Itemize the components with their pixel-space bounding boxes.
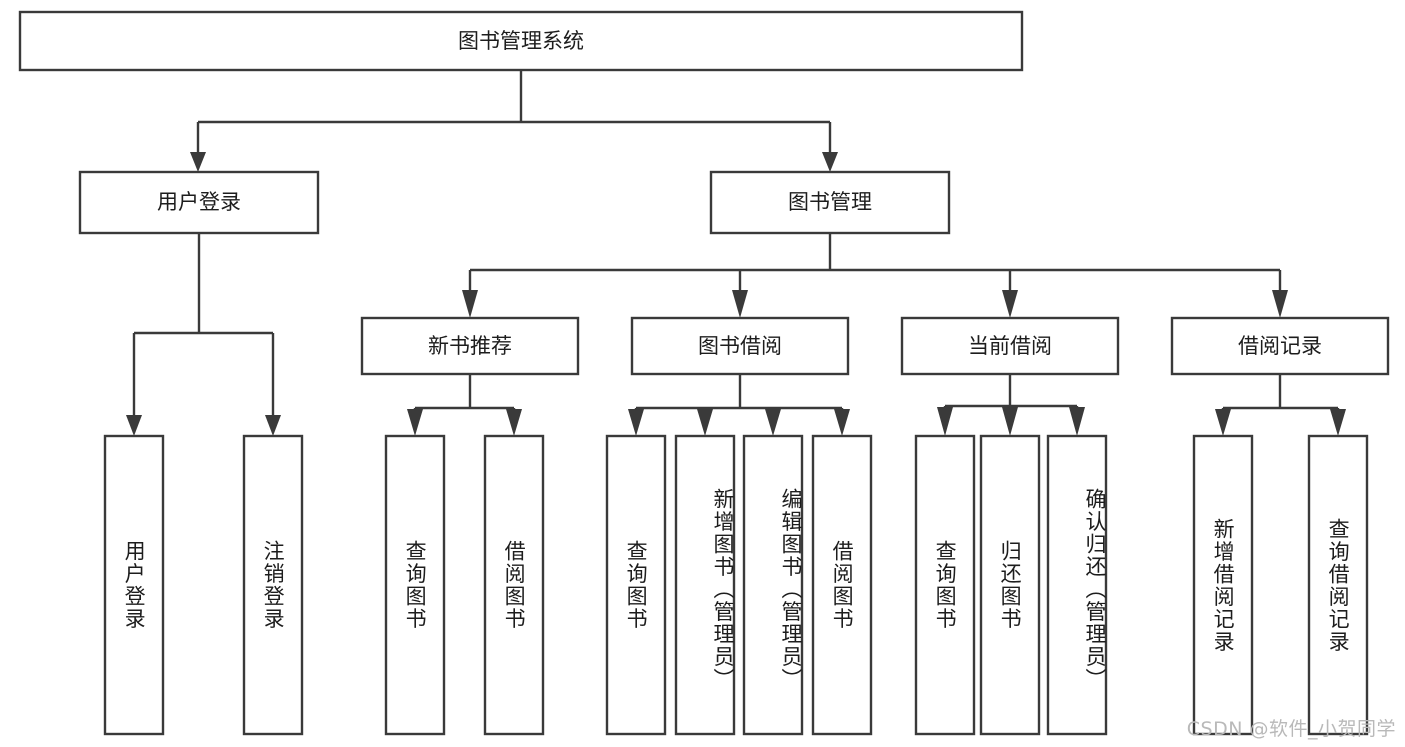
connector-root-trunk <box>196 70 832 155</box>
node-box-leaf-query-book-1[interactable] <box>384 434 446 736</box>
arrow-root-to-user-login <box>190 152 206 172</box>
node-box-leaf-confirm-return[interactable] <box>1046 434 1108 736</box>
arrow-user-login-to-leaf-logout <box>265 415 281 436</box>
arrow-book-manage-to-book-borrow <box>732 290 748 318</box>
node-label-new-book-rec: 新书推荐 <box>428 334 512 358</box>
arrow-borrow-record-to-leaf-query-record <box>1330 409 1346 436</box>
node-box-leaf-borrow-book-2[interactable] <box>811 434 873 736</box>
arrow-book-borrow-to-leaf-add-book <box>697 409 713 436</box>
node-label-current-borrow: 当前借阅 <box>968 334 1052 358</box>
arrow-book-manage-to-new-book-rec <box>462 290 478 318</box>
node-box-root[interactable] <box>18 10 1024 72</box>
arrow-new-book-rec-to-leaf-query-book-1 <box>407 409 423 436</box>
node-box-book-manage[interactable] <box>709 170 951 235</box>
node-box-current-borrow[interactable] <box>900 316 1120 376</box>
arrow-book-borrow-to-leaf-borrow-book-2 <box>834 409 850 436</box>
node-box-leaf-return-book[interactable] <box>979 434 1041 736</box>
node-box-leaf-user-login[interactable] <box>103 434 165 736</box>
connector-layer <box>126 70 1346 436</box>
arrow-user-login-to-leaf-user-login <box>126 415 142 436</box>
connector-new-book-rec-trunk <box>413 374 516 418</box>
node-box-leaf-logout[interactable] <box>242 434 304 736</box>
node-box-leaf-edit-book[interactable] <box>742 434 804 736</box>
node-label-user-login: 用户登录 <box>157 190 241 214</box>
arrow-book-manage-to-current-borrow <box>1002 290 1018 318</box>
node-label-borrow-record: 借阅记录 <box>1238 334 1322 358</box>
node-box-new-book-rec[interactable] <box>360 316 580 376</box>
arrow-book-borrow-to-leaf-query-book-2 <box>628 409 644 436</box>
node-box-book-borrow[interactable] <box>630 316 850 376</box>
node-box-leaf-query-book-3[interactable] <box>914 434 976 736</box>
node-box-leaf-add-record[interactable] <box>1192 434 1254 736</box>
node-box-borrow-record[interactable] <box>1170 316 1390 376</box>
node-label-book-borrow: 图书借阅 <box>698 334 782 358</box>
csdn-watermark: CSDN @软件_小贺同学 <box>1186 718 1396 740</box>
arrow-book-manage-to-borrow-record <box>1272 290 1288 318</box>
arrow-new-book-rec-to-leaf-borrow-book-1 <box>506 409 522 436</box>
node-box-leaf-add-book[interactable] <box>674 434 736 736</box>
node-box-user-login[interactable] <box>78 170 320 235</box>
connector-borrow-record-trunk <box>1221 374 1340 418</box>
node-box-leaf-query-record[interactable] <box>1307 434 1369 736</box>
horizontal-label-layer: 图书管理系统 用户登录 图书管理 新书推荐 图书借阅 当前借阅 借阅记录 <box>157 29 1322 358</box>
node-box-leaf-query-book-2[interactable] <box>605 434 667 736</box>
connector-book-borrow-trunk <box>634 374 844 418</box>
arrow-current-borrow-to-leaf-query-book-3 <box>937 407 953 436</box>
arrow-current-borrow-to-leaf-return-book <box>1002 407 1018 436</box>
node-box-leaf-borrow-book-1[interactable] <box>483 434 545 736</box>
node-box-layer <box>18 10 1390 736</box>
arrow-root-to-book-manage <box>822 152 838 172</box>
node-label-root: 图书管理系统 <box>458 29 584 53</box>
arrow-borrow-record-to-leaf-add-record <box>1215 409 1231 436</box>
connector-book-manage-trunk <box>468 233 1282 293</box>
connector-user-login-trunk <box>132 233 275 418</box>
arrow-book-borrow-to-leaf-edit-book <box>765 409 781 436</box>
node-label-book-manage: 图书管理 <box>788 190 872 214</box>
arrow-current-borrow-to-leaf-confirm-return <box>1069 407 1085 436</box>
